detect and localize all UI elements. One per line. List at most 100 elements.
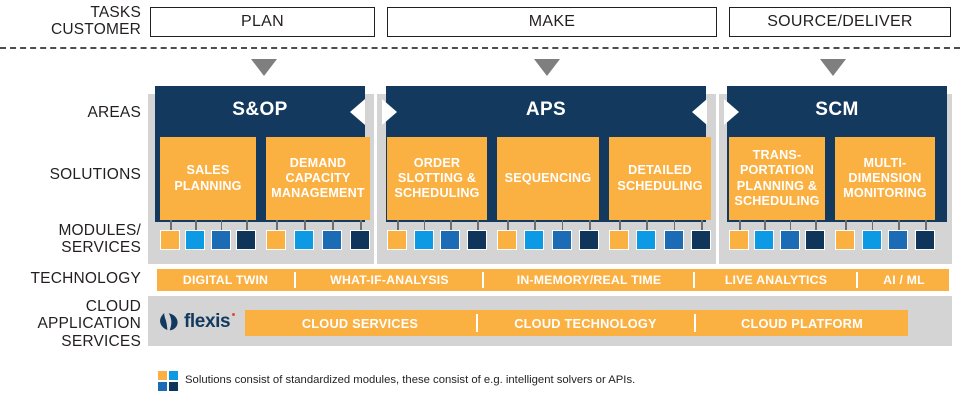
module-square[interactable] [551, 230, 572, 250]
triangle-left-icon [692, 99, 707, 125]
module-square[interactable] [861, 230, 882, 250]
task-box-plan[interactable]: PLAN [150, 7, 375, 37]
cloud-cell[interactable]: CLOUD SERVICES [301, 315, 419, 331]
area-separator-line [716, 86, 719, 222]
module-connector-stem [246, 220, 248, 230]
module-square[interactable] [835, 230, 855, 250]
module-square[interactable] [266, 230, 286, 250]
legend-footnote-text: Solutions consist of standardized module… [185, 374, 636, 386]
cloud-cell[interactable]: CLOUD TECHNOLOGY [514, 315, 657, 331]
module-square[interactable] [387, 230, 407, 250]
module-connector-stem [764, 220, 766, 230]
solution-box[interactable]: DEMAND CAPACITY MANAGEMENT [266, 137, 370, 220]
module-square[interactable] [691, 230, 711, 250]
technology-bar [157, 269, 949, 291]
cloud-cell[interactable]: CLOUD PLATFORM [741, 315, 863, 331]
solution-box[interactable]: SALES PLANNING [160, 137, 256, 220]
module-connector-stem [170, 220, 172, 230]
module-square[interactable] [236, 230, 256, 250]
area-title: APS [525, 99, 567, 120]
module-square[interactable] [805, 230, 825, 250]
flexis-logo-dot [232, 313, 236, 317]
module-square[interactable] [636, 230, 657, 250]
task-box-make[interactable]: MAKE [387, 7, 717, 37]
row-label-modules-services: MODULES/ SERVICES [58, 222, 141, 257]
flexis-logo[interactable]: flexis [158, 311, 236, 333]
legend-swatch [158, 371, 167, 380]
solution-box[interactable]: SEQUENCING [497, 137, 599, 220]
module-square[interactable] [754, 230, 775, 250]
module-square[interactable] [440, 230, 461, 250]
module-connector-stem [220, 220, 223, 230]
row-label-cloud-application-services: CLOUD APPLICATION SERVICES [37, 298, 141, 350]
solution-box[interactable]: ORDER SLOTTING & SCHEDULING [387, 137, 487, 220]
module-connector-stem [477, 220, 479, 230]
technology-cell[interactable]: DIGITAL TWIN [182, 273, 269, 287]
module-connector-stem [789, 220, 792, 230]
triangle-right-icon [382, 99, 397, 125]
solution-box[interactable]: TRANS- PORTATION PLANNING & SCHEDULING [729, 137, 825, 220]
module-connector-stem [701, 220, 703, 230]
legend-swatch-grid [158, 371, 178, 391]
arrow-down-icon [251, 59, 277, 76]
module-connector-stem [673, 220, 676, 230]
module-connector-stem [561, 220, 564, 230]
flexis-droplet-icon [158, 311, 184, 333]
module-connector-stem [534, 220, 536, 230]
module-connector-stem [589, 220, 591, 230]
module-square[interactable] [413, 230, 434, 250]
module-connector-stem [304, 220, 306, 230]
technology-cell[interactable]: LIVE ANALYTICS [724, 273, 828, 287]
module-square[interactable] [779, 230, 800, 250]
module-connector-stem [276, 220, 278, 230]
module-square[interactable] [497, 230, 517, 250]
cloud-services-bar [245, 310, 908, 336]
module-connector-stem [507, 220, 509, 230]
module-square[interactable] [729, 230, 749, 250]
module-square[interactable] [210, 230, 231, 250]
technology-separator [482, 272, 484, 288]
module-square[interactable] [294, 230, 314, 250]
module-connector-stem [739, 220, 741, 230]
triangle-right-icon [724, 99, 739, 125]
arrow-down-icon [820, 59, 846, 76]
module-connector-stem [332, 220, 334, 230]
modules-section-separator [374, 222, 377, 264]
module-connector-stem [898, 220, 900, 230]
module-square[interactable] [160, 230, 180, 250]
technology-cell[interactable]: AI / ML [883, 273, 925, 287]
cloud-separator [476, 314, 478, 332]
module-connector-stem [423, 220, 426, 230]
module-square[interactable] [350, 230, 370, 250]
module-square[interactable] [915, 230, 935, 250]
section-divider-dashed [0, 47, 960, 49]
module-square[interactable] [467, 230, 487, 250]
legend-swatch [168, 371, 178, 380]
solution-box[interactable]: DETAILED SCHEDULING [609, 137, 711, 220]
row-label-solutions: SOLUTIONS [49, 166, 141, 183]
module-square[interactable] [524, 230, 545, 250]
technology-separator [294, 272, 296, 288]
row-label-tasks-customer: TASKS CUSTOMER [50, 4, 141, 39]
technology-cell[interactable]: IN-MEMORY/REAL TIME [516, 273, 662, 287]
cloud-separator [694, 314, 696, 332]
module-connector-stem [815, 220, 817, 230]
task-box-source-deliver[interactable]: SOURCE/DELIVER [729, 7, 951, 37]
module-square[interactable] [322, 230, 342, 250]
area-title: SCM [815, 99, 859, 120]
area-title: S&OP [232, 99, 288, 120]
row-label-technology: TECHNOLOGY [30, 270, 141, 287]
module-square[interactable] [579, 230, 599, 250]
module-square[interactable] [663, 230, 684, 250]
module-connector-stem [619, 220, 621, 230]
module-square[interactable] [185, 230, 206, 250]
technology-separator [693, 272, 695, 288]
module-square[interactable] [609, 230, 629, 250]
solution-box[interactable]: MULTI- DIMENSION MONITORING [835, 137, 935, 220]
module-connector-stem [195, 220, 197, 230]
row-label-areas: AREAS [87, 104, 141, 121]
module-connector-stem [397, 220, 399, 230]
technology-cell[interactable]: WHAT-IF-ANALYSIS [330, 273, 449, 287]
module-square[interactable] [888, 230, 909, 250]
